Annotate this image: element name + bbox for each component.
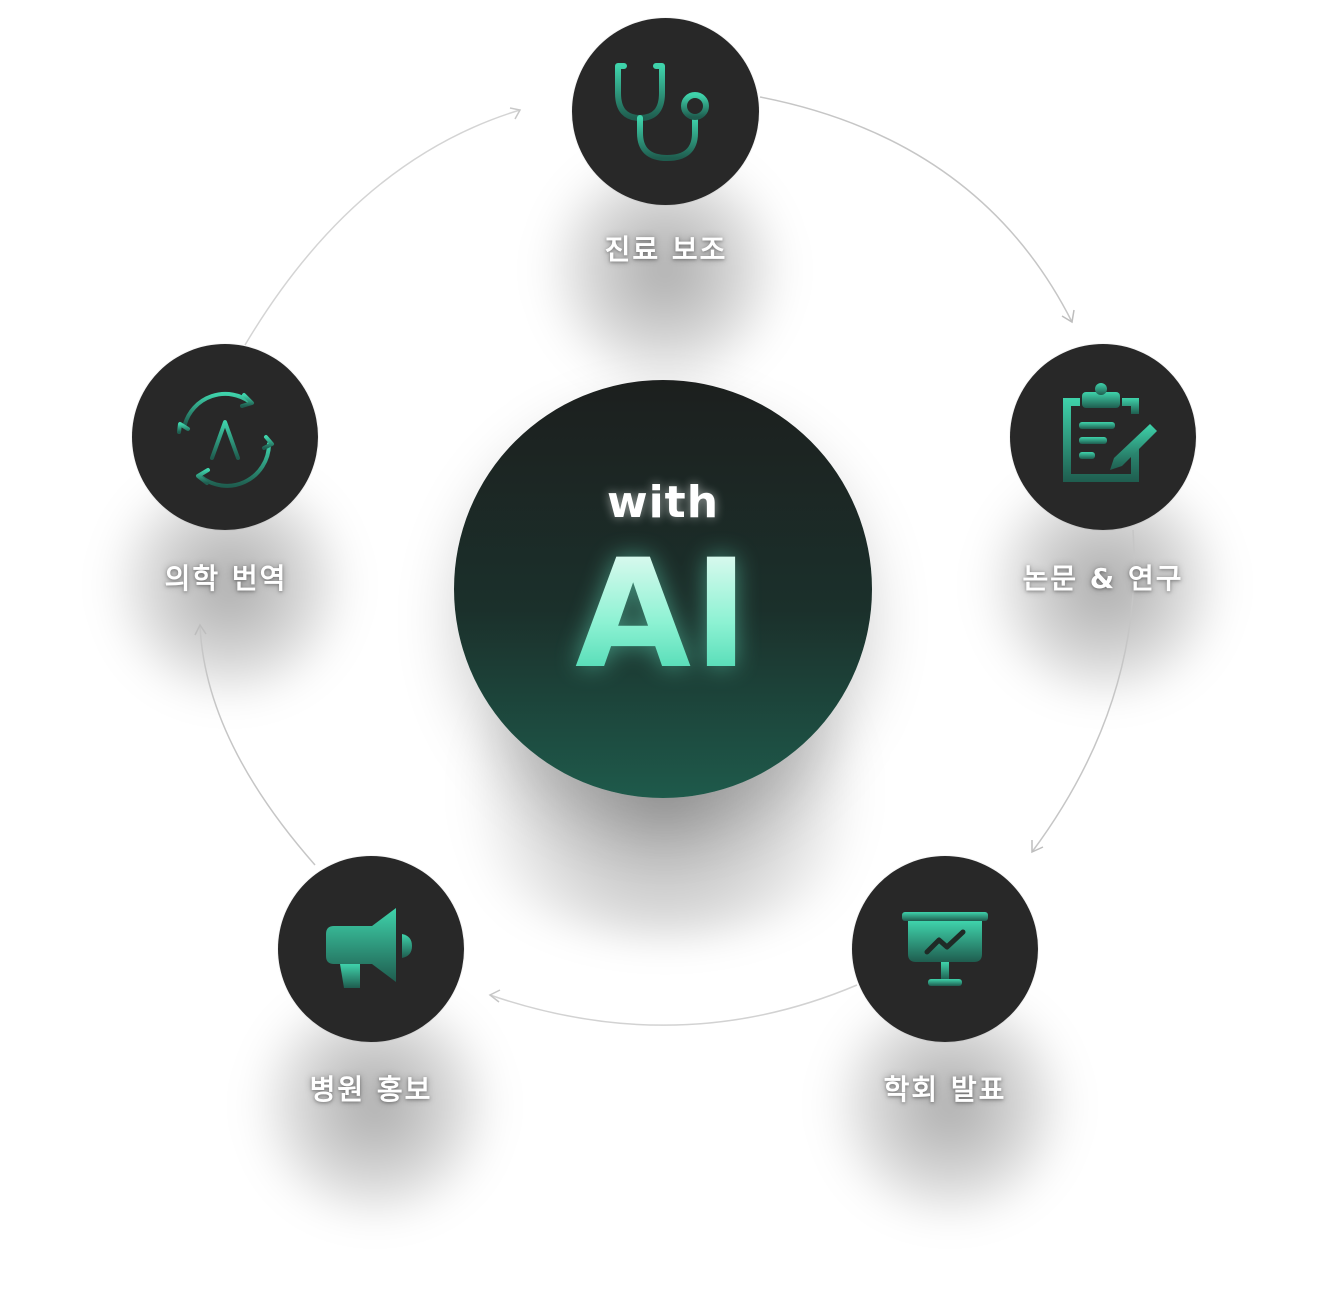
- center-ai-circle: with AI: [454, 380, 872, 798]
- connector-clinical-to-research: [759, 96, 1073, 323]
- node-clinical-assist[interactable]: [572, 18, 759, 205]
- stethoscope-icon: [615, 63, 709, 161]
- arrowhead-translation: [194, 623, 207, 636]
- node-hospital-promotion[interactable]: [278, 856, 464, 1042]
- connector-translation-to-clinical: [244, 109, 521, 346]
- label-clinical-assist: 진료 보조: [604, 233, 728, 266]
- clipboard-edit-icon: [1063, 383, 1157, 482]
- node-conference-presentation[interactable]: [852, 856, 1038, 1042]
- arrowhead-research: [1061, 309, 1075, 324]
- node-medical-translation[interactable]: [132, 344, 318, 530]
- presentation-board-icon: [902, 912, 988, 986]
- label-hospital-promotion: 병원 홍보: [309, 1073, 433, 1106]
- arrowhead-conference: [1031, 840, 1044, 854]
- center-ai-text: AI: [454, 540, 872, 690]
- arrowhead-promotion: [488, 989, 501, 1003]
- arrowhead-clinical: [509, 107, 522, 120]
- translate-cycle-icon: [177, 391, 274, 488]
- label-paper-research: 논문 & 연구: [1022, 562, 1184, 595]
- center-with-text: with: [606, 477, 720, 528]
- node-paper-research[interactable]: [1010, 344, 1196, 530]
- label-conference-presentation: 학회 발표: [883, 1073, 1007, 1106]
- connector-research-to-conference: [1031, 529, 1135, 853]
- connector-promotion-to-translation: [199, 624, 316, 866]
- megaphone-icon: [326, 908, 412, 988]
- label-medical-translation: 의학 번역: [164, 562, 288, 595]
- connector-conference-to-promotion: [489, 984, 858, 1026]
